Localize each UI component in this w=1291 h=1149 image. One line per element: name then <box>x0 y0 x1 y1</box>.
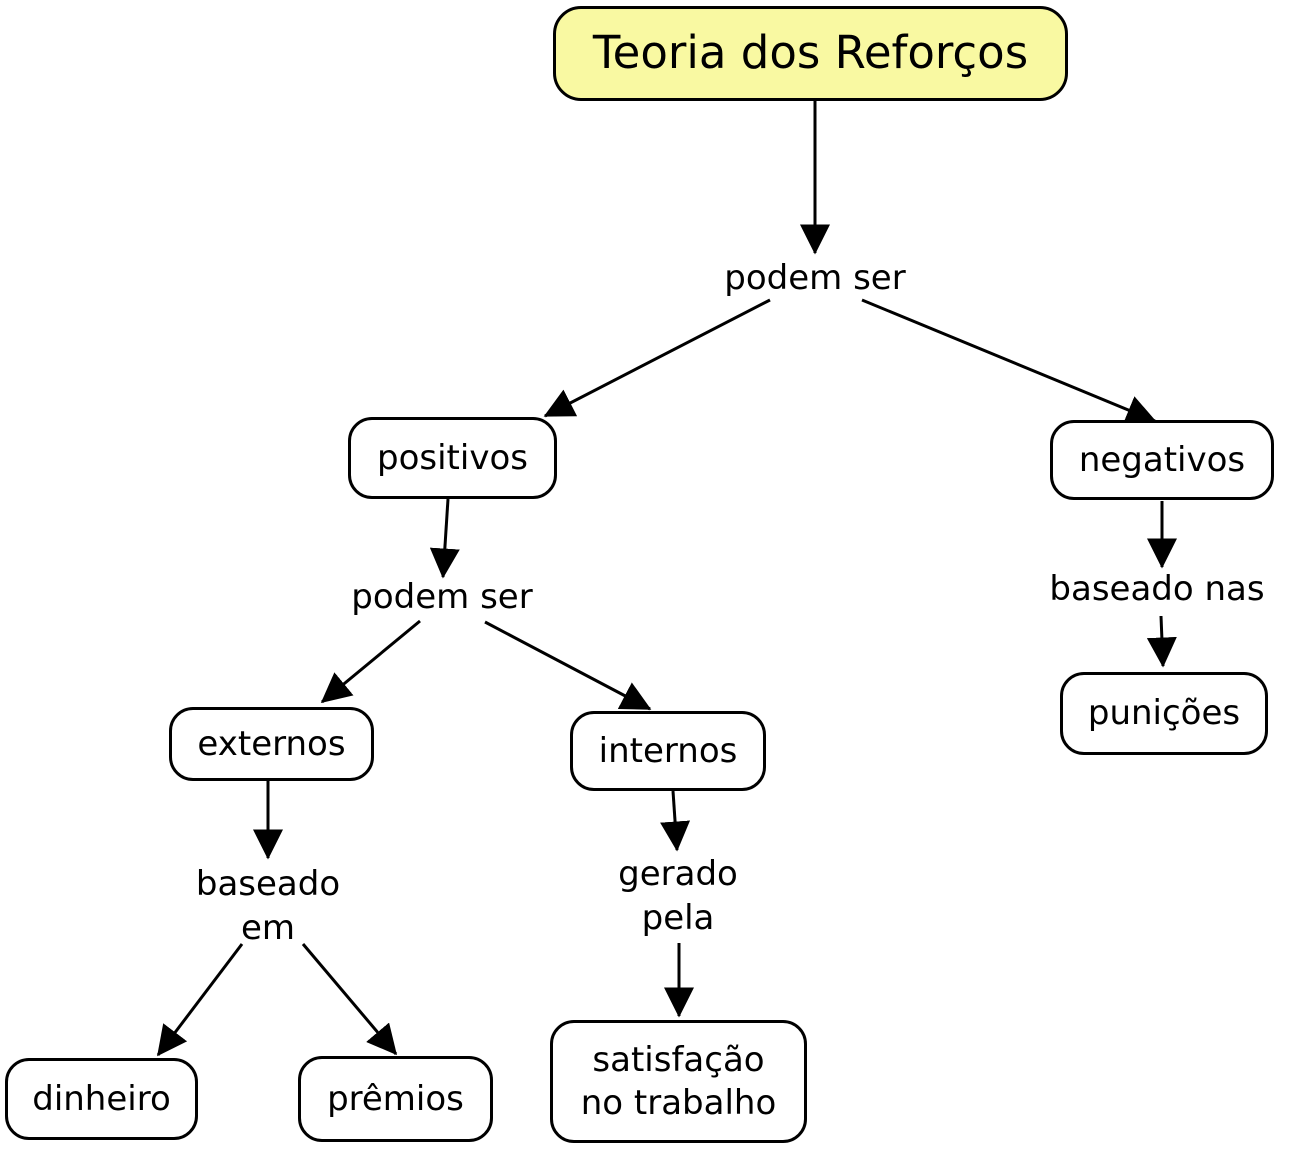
node-punicoes[interactable]: punições <box>1060 672 1268 755</box>
edge-baseado-nas-to-punicoes <box>1146 615 1177 668</box>
link-label-podem-ser-1[interactable]: podem ser <box>724 258 906 298</box>
node-negativos[interactable]: negativos <box>1050 420 1274 500</box>
edge-positivos-to-podem-ser-2 <box>429 498 460 579</box>
node-satisfacao-no-trabalho[interactable]: satisfação no trabalho <box>550 1020 807 1143</box>
node-dinheiro[interactable]: dinheiro <box>5 1058 198 1140</box>
node-teoria-dos-reforcos[interactable]: Teoria dos Reforços <box>553 6 1068 101</box>
link-label-baseado-nas[interactable]: baseado nas <box>1049 569 1265 609</box>
link-label-baseado-em[interactable]: baseado em <box>195 864 341 948</box>
edge-podem-ser-2-to-externos <box>320 619 421 704</box>
node-externos[interactable]: externos <box>169 707 374 781</box>
node-positivos[interactable]: positivos <box>348 417 557 499</box>
edge-internos-to-gerado-pela <box>660 790 691 852</box>
edge-podem-ser-2-to-internos <box>484 620 652 711</box>
edge-baseado-em-to-dinheiro <box>156 943 244 1057</box>
edge-podem-ser-1-to-negativos <box>861 298 1157 424</box>
edge-podem-ser-1-to-positivos <box>543 298 771 418</box>
link-label-podem-ser-2[interactable]: podem ser <box>351 577 533 617</box>
node-internos[interactable]: internos <box>570 711 766 791</box>
edge-baseado-em-to-premios <box>301 943 398 1056</box>
link-label-gerado-pela[interactable]: gerado pela <box>618 854 738 938</box>
node-premios[interactable]: prêmios <box>298 1056 493 1142</box>
